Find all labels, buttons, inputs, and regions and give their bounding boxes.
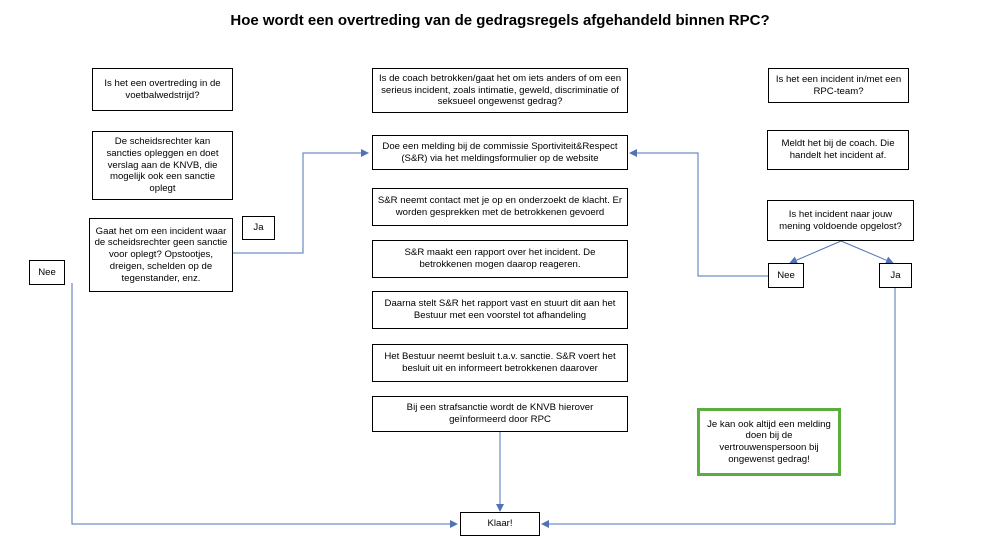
klaar-text: Klaar! (487, 518, 513, 530)
ja-left-box: Ja (242, 216, 275, 240)
nee-right-box: Nee (768, 263, 804, 288)
question-no-referee-sanction-text: Gaat het om een incident waar de scheids… (94, 225, 228, 284)
meld-coach-text: Meldt het bij de coach. Die handelt het … (781, 138, 895, 161)
arrow-resolved-to-ja-right (840, 240, 894, 264)
melding-text: Doe een melding bij de commissie Sportiv… (382, 140, 618, 164)
question-match-violation-box: Is het een overtreding in de voetbalweds… (92, 68, 233, 111)
question-no-referee-sanction-box: Gaat het om een incident waar de scheids… (89, 218, 233, 292)
melding-box: Doe een melding bij de commissie Sportiv… (372, 135, 628, 170)
page-title: Hoe wordt een overtreding van de gedrags… (230, 12, 770, 29)
question-match-violation-text: Is het een overtreding in de voetbalweds… (104, 77, 221, 101)
vaststellen-box: Daarna stelt S&R het rapport vast en stu… (372, 291, 628, 329)
referee-sanctions-box: De scheidsrechter kan sancties opleggen … (92, 131, 233, 200)
question-coach-involved-box: Is de coach betrokken/gaat het om iets a… (372, 68, 628, 113)
contact-text: S&R neemt contact met je op en onderzoek… (377, 195, 623, 218)
strafsanctie-text: Bij een strafsanctie wordt de KNVB hiero… (406, 402, 594, 425)
vaststellen-text: Daarna stelt S&R het rapport vast en stu… (384, 298, 616, 321)
arrow-nee-left-to-klaar (71, 283, 458, 528)
rapport-text: S&R maakt een rapport over het incident.… (404, 247, 596, 270)
besluit-box: Het Bestuur neemt besluit t.a.v. sanctie… (372, 344, 628, 382)
besluit-text: Het Bestuur neemt besluit t.a.v. sanctie… (384, 351, 616, 374)
rapport-box: S&R maakt een rapport over het incident.… (372, 240, 628, 278)
ja-right-text: Ja (890, 269, 901, 281)
question-team-incident-text: Is het een incident in/met een RPC-team? (775, 73, 902, 97)
question-resolved-box: Is het incident naar jouw mening voldoen… (767, 200, 914, 241)
nee-left-box: Nee (29, 260, 65, 285)
strafsanctie-box: Bij een strafsanctie wordt de KNVB hiero… (372, 396, 628, 432)
ja-right-box: Ja (879, 263, 912, 288)
question-resolved-text: Is het incident naar jouw mening voldoen… (779, 208, 902, 232)
question-team-incident-box: Is het een incident in/met een RPC-team? (768, 68, 909, 103)
arrow-resolved-to-nee-right (789, 240, 842, 264)
question-coach-involved-text: Is de coach betrokken/gaat het om iets a… (378, 72, 622, 108)
meld-coach-box: Meldt het bij de coach. Die handelt het … (767, 130, 909, 170)
contact-box: S&R neemt contact met je op en onderzoek… (372, 188, 628, 226)
nee-right-text: Nee (777, 269, 795, 281)
ja-left-text: Ja (253, 222, 264, 234)
vertrouwenspersoon-box: Je kan ook altijd een melding doen bij d… (697, 408, 841, 476)
referee-sanctions-text: De scheidsrechter kan sancties opleggen … (106, 136, 219, 195)
arrow-no-referee-sanction-to-melding (233, 149, 369, 254)
arrow-nee-right-to-melding (629, 149, 768, 277)
klaar-box: Klaar! (460, 512, 540, 536)
vertrouwenspersoon-text: Je kan ook altijd een melding doen bij d… (707, 418, 831, 465)
nee-left-text: Nee (38, 266, 56, 278)
arrow-ja-right-to-klaar (541, 288, 896, 528)
